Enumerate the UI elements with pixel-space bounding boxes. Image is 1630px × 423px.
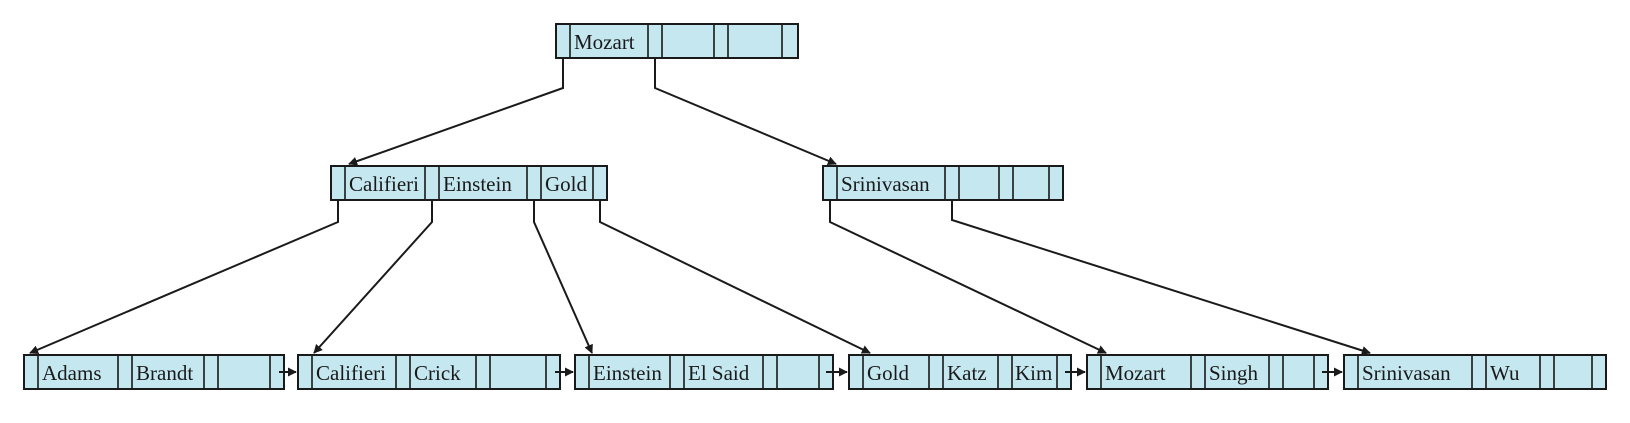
node-key: Katz xyxy=(947,361,987,385)
node-key: Einstein xyxy=(443,172,512,196)
node-key: Gold xyxy=(867,361,910,385)
node-box xyxy=(1343,354,1607,390)
leaf-node-5: Mozart Singh xyxy=(1086,354,1329,390)
pointer-arrow xyxy=(313,200,433,354)
node-key: Wu xyxy=(1490,361,1520,385)
pointer-arrow xyxy=(348,58,564,166)
node-key: Mozart xyxy=(574,30,635,54)
node-box xyxy=(555,23,799,59)
node-key: El Said xyxy=(688,361,750,385)
node-key: Srinivasan xyxy=(1362,361,1451,385)
node-key: Einstein xyxy=(593,361,662,385)
node-key: Mozart xyxy=(1105,361,1166,385)
node-key: Brandt xyxy=(136,361,193,385)
node-box xyxy=(330,165,608,201)
pointer-arrow xyxy=(599,200,871,354)
node-key: Singh xyxy=(1209,361,1259,385)
internal-node-right: Srinivasan xyxy=(822,165,1064,201)
node-key: Kim xyxy=(1015,361,1052,385)
node-key: Califieri xyxy=(349,172,419,196)
pointer-arrow xyxy=(533,200,593,354)
node-key: Gold xyxy=(545,172,588,196)
leaf-node-2: Califieri Crick xyxy=(297,354,561,390)
root-node: Mozart xyxy=(555,23,799,59)
internal-node-left: Califieri Einstein Gold xyxy=(330,165,608,201)
node-key: Califieri xyxy=(316,361,386,385)
leaf-node-4: Gold Katz Kim xyxy=(848,354,1072,390)
node-key: Srinivasan xyxy=(841,172,930,196)
node-box xyxy=(1086,354,1329,390)
leaf-node-6: Srinivasan Wu xyxy=(1343,354,1607,390)
pointer-arrow xyxy=(654,58,837,166)
pointer-arrow xyxy=(951,200,1371,355)
pointer-arrow xyxy=(829,200,1107,354)
pointer-arrow xyxy=(29,200,339,354)
node-box xyxy=(574,354,834,390)
leaf-node-3: Einstein El Said xyxy=(574,354,834,390)
leaf-node-1: Adams Brandt xyxy=(23,354,285,390)
node-key: Adams xyxy=(42,361,102,385)
node-key: Crick xyxy=(414,361,461,385)
node-box xyxy=(23,354,285,390)
node-box xyxy=(822,165,1064,201)
